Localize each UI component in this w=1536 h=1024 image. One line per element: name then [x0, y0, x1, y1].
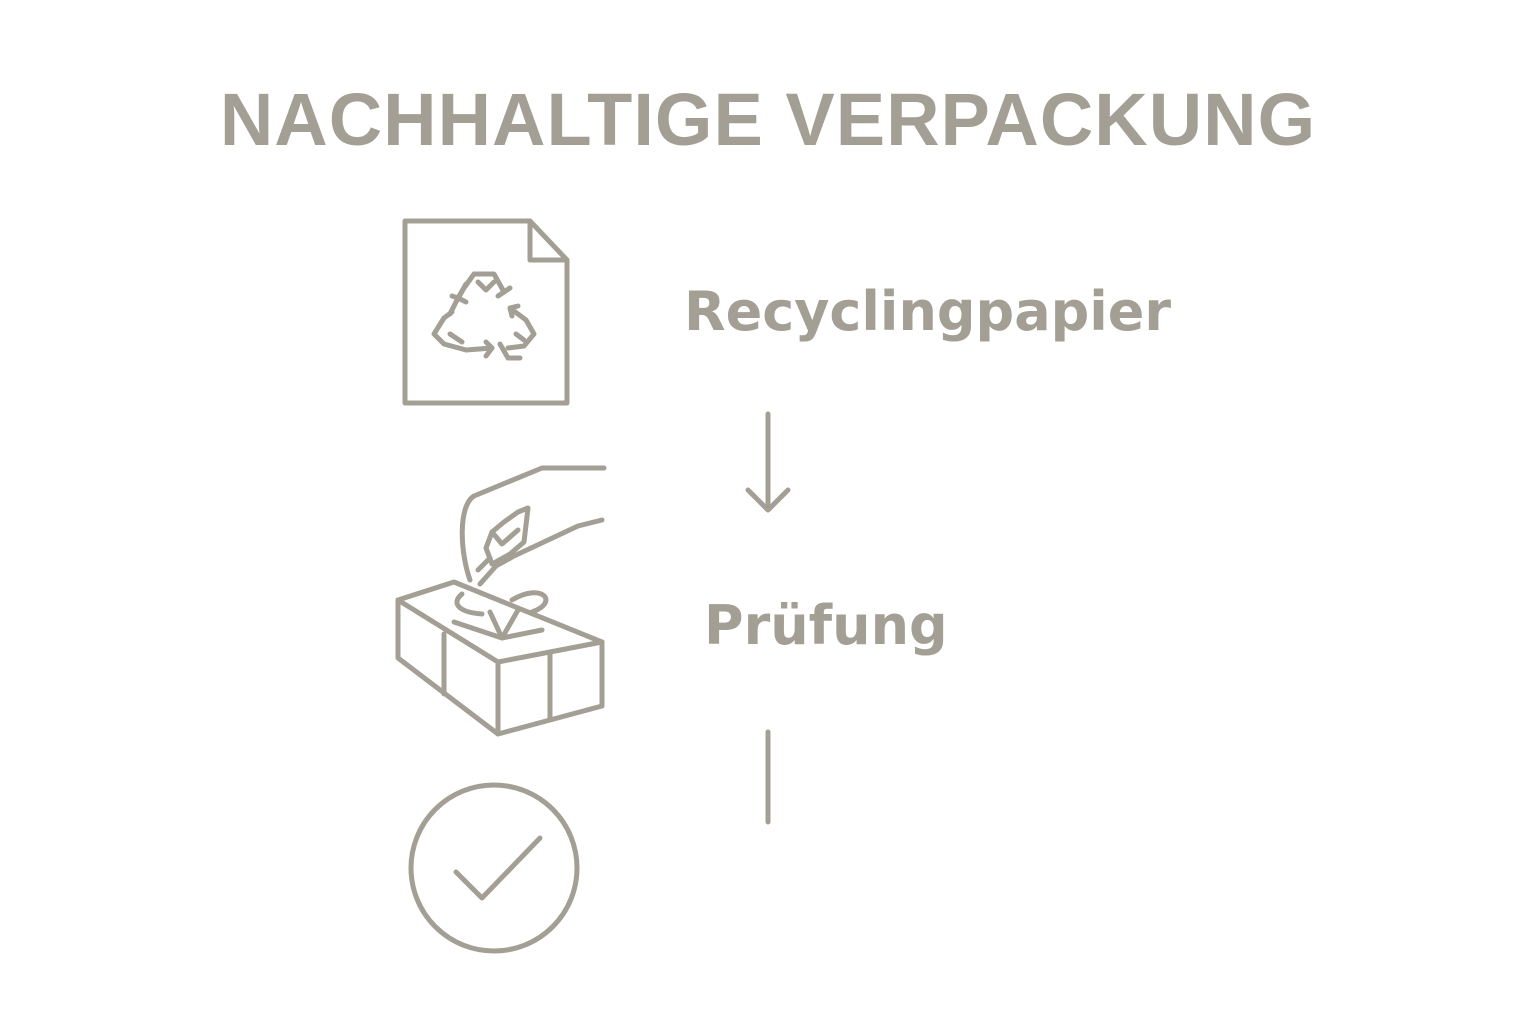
- gift-wrapping-hand-icon: [392, 462, 612, 742]
- step-label-pruefung: Prüfung: [704, 594, 948, 657]
- page-title: NACHHALTIGE VERPACKUNG: [219, 78, 1317, 161]
- line-connector: [760, 728, 780, 828]
- step-label-recyclingpapier: Recyclingpapier: [684, 280, 1172, 343]
- checkmark-circle-icon: [406, 780, 582, 956]
- recycled-paper-icon: [400, 216, 572, 408]
- arrow-down-connector: [740, 410, 800, 520]
